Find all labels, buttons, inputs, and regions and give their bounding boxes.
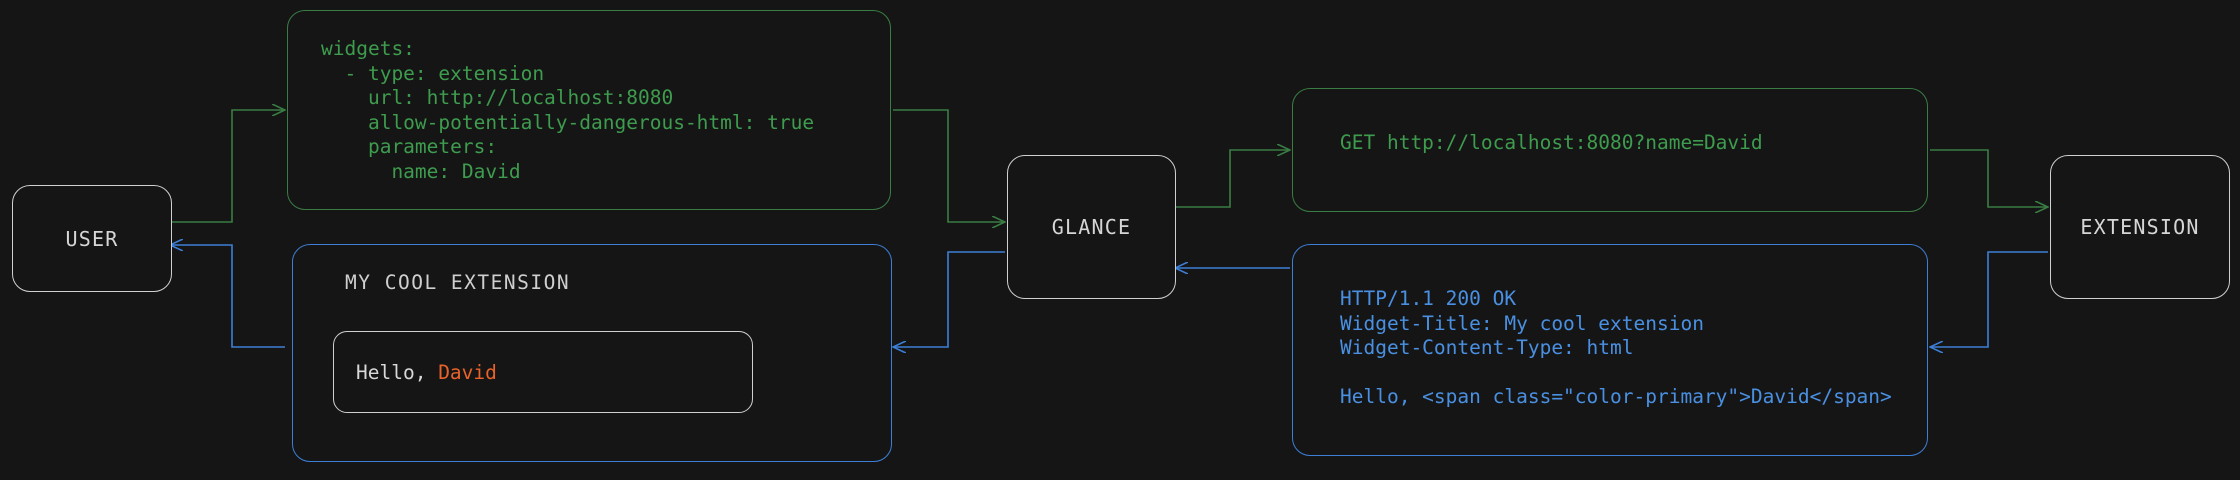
node-user[interactable]: USER (12, 185, 172, 292)
wire-glance-to-render (893, 251, 1005, 347)
wire-request-to-extension (1930, 149, 2048, 207)
render-box: MY COOL EXTENSION Hello, David (292, 244, 892, 462)
config-yaml-text: widgets: - type: extension url: http://l… (321, 37, 815, 183)
node-extension-label: EXTENSION (2080, 215, 2200, 239)
wire-config-to-glance (893, 109, 1005, 222)
node-glance[interactable]: GLANCE (1007, 155, 1176, 299)
node-glance-label: GLANCE (1051, 215, 1132, 239)
wire-extension-to-response (1930, 251, 2048, 347)
request-text: GET http://localhost:8080?name=David (1340, 131, 1763, 154)
node-extension[interactable]: EXTENSION (2050, 155, 2230, 299)
render-box-title: MY COOL EXTENSION (345, 271, 571, 294)
node-user-label: USER (65, 226, 119, 251)
render-box-greeting: Hello, David (334, 361, 497, 384)
wire-glance-to-request (1175, 150, 1290, 208)
greeting-prefix: Hello, (356, 360, 439, 384)
request-box: GET http://localhost:8080?name=David (1292, 88, 1928, 212)
response-box: HTTP/1.1 200 OK Widget-Title: My cool ex… (1292, 244, 1928, 456)
response-text: HTTP/1.1 200 OK Widget-Title: My cool ex… (1340, 287, 1892, 408)
config-yaml-box: widgets: - type: extension url: http://l… (287, 10, 891, 210)
render-box-content-card: Hello, David (333, 331, 753, 413)
wire-render-to-user (170, 245, 285, 348)
greeting-name: David (438, 360, 497, 384)
wire-user-to-config (170, 110, 285, 223)
